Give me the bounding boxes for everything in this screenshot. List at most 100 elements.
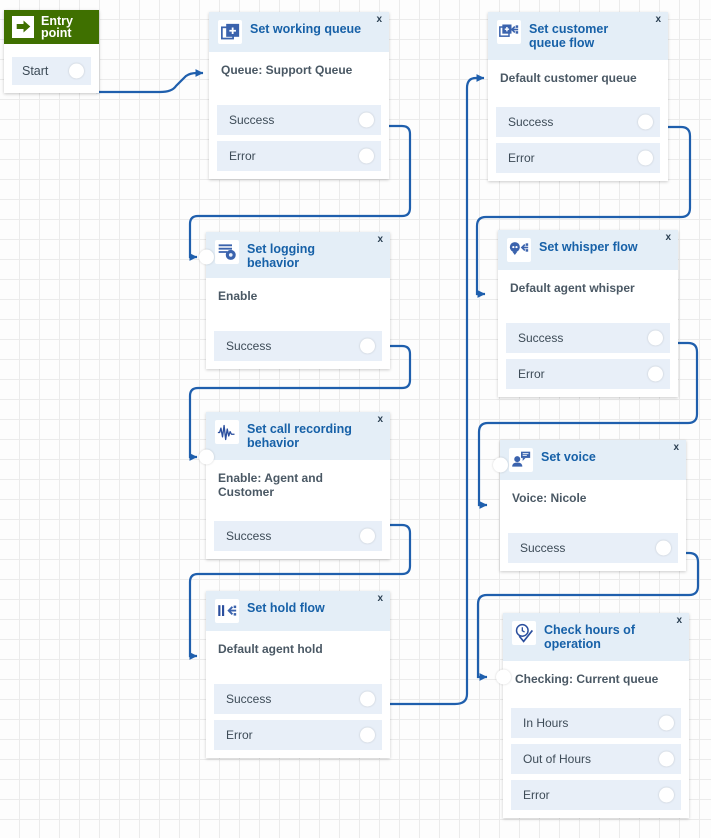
close-icon[interactable]: x: [377, 234, 383, 245]
voice-person-icon: [509, 448, 533, 472]
node-set-hold-flow[interactable]: Set hold flow x Default agent hold Succe…: [206, 591, 390, 758]
port-connector-dot[interactable]: [359, 112, 374, 128]
port-success[interactable]: Success: [496, 107, 660, 137]
node-header: Set hold flow x: [206, 591, 390, 631]
waveform-icon: [215, 420, 239, 444]
node-subtitle: Checking: Current queue: [515, 672, 659, 686]
node-header: Check hours of operation x: [503, 613, 689, 661]
entry-point-header: Entry point: [4, 10, 99, 44]
node-subtitle: Default agent whisper: [510, 281, 635, 295]
node-header: Set working queue x: [209, 12, 389, 52]
node-set-working-queue[interactable]: Set working queue x Queue: Support Queue…: [209, 12, 389, 179]
port-label: Error: [518, 367, 545, 381]
port-connector-dot-input[interactable]: [199, 249, 214, 265]
hold-flow-icon: [215, 599, 239, 623]
close-icon[interactable]: x: [376, 14, 382, 25]
node-subtitle: Default customer queue: [500, 71, 637, 85]
port-error[interactable]: Error: [511, 780, 681, 810]
wire-hold-flow-to-customer-queue: [389, 74, 485, 706]
port-connector-dot[interactable]: [659, 715, 674, 731]
port-connector-dot[interactable]: [360, 691, 375, 707]
node-ports: Success Error: [209, 77, 389, 179]
node-set-customer-queue-flow[interactable]: Set customer queue flow x Default custom…: [488, 12, 668, 181]
port-error[interactable]: Error: [496, 143, 660, 173]
node-subtitle: Voice: Nicole: [512, 491, 587, 505]
node-header: Set voice x: [500, 440, 686, 480]
close-icon[interactable]: x: [377, 414, 383, 425]
node-title: Set call recording behavior: [247, 422, 352, 450]
port-out-of-hours[interactable]: Out of Hours: [511, 744, 681, 774]
port-in-hours[interactable]: In Hours: [511, 708, 681, 738]
whisper-flow-icon: [507, 238, 531, 262]
node-title: Check hours of operation: [544, 623, 635, 651]
node-ports: In Hours Out of Hours Error: [503, 686, 689, 818]
port-connector-dot[interactable]: [659, 787, 674, 803]
entry-point-title: Entry point: [41, 13, 73, 40]
node-check-hours-of-operation[interactable]: Check hours of operation x Checking: Cur…: [496, 613, 689, 818]
node-set-logging-behavior[interactable]: Set logging behavior x Enable Success: [199, 232, 390, 369]
port-connector-dot[interactable]: [359, 148, 374, 164]
node-ports: Success Error: [488, 85, 668, 181]
entry-point-node[interactable]: Entry point Start: [4, 10, 99, 93]
port-error[interactable]: Error: [214, 720, 382, 750]
node-title: Set voice: [541, 450, 596, 464]
node-header: Set call recording behavior x: [206, 412, 390, 460]
close-icon[interactable]: x: [655, 14, 661, 25]
port-label: Error: [523, 788, 550, 802]
port-error[interactable]: Error: [506, 359, 670, 389]
node-header: Set whisper flow x: [498, 230, 678, 270]
port-connector-dot[interactable]: [648, 366, 663, 382]
port-label: In Hours: [523, 716, 569, 730]
node-title: Set whisper flow: [539, 240, 638, 254]
port-success[interactable]: Success: [506, 323, 670, 353]
port-success[interactable]: Success: [217, 105, 381, 135]
port-connector-dot[interactable]: [659, 751, 674, 767]
node-subtitle: Queue: Support Queue: [221, 63, 353, 77]
clock-check-icon: [512, 621, 536, 645]
node-ports: Success: [206, 303, 390, 369]
node-subtitle: Enable: Agent and Customer: [218, 471, 323, 499]
close-icon[interactable]: x: [377, 593, 383, 604]
node-ports: Success: [500, 505, 686, 571]
port-label: Error: [226, 728, 253, 742]
port-label: Out of Hours: [523, 752, 592, 766]
node-ports: Success Error: [498, 295, 678, 397]
arrow-right-icon: [12, 15, 34, 38]
port-connector-dot[interactable]: [360, 338, 375, 354]
port-connector-dot-input[interactable]: [493, 457, 508, 473]
node-title: Set hold flow: [247, 601, 325, 615]
port-success[interactable]: Success: [214, 684, 382, 714]
close-icon[interactable]: x: [673, 442, 679, 453]
wire-start-to-working-queue: [96, 69, 204, 94]
port-connector-dot-input[interactable]: [199, 449, 214, 465]
node-set-call-recording-behavior[interactable]: Set call recording behavior x Enable: Ag…: [199, 412, 390, 559]
port-connector-dot[interactable]: [360, 528, 375, 544]
port-success[interactable]: Success: [508, 533, 678, 563]
port-connector-dot-input[interactable]: [496, 669, 511, 685]
node-header: Set customer queue flow x: [488, 12, 668, 60]
node-set-whisper-flow[interactable]: Set whisper flow x Default agent whisper…: [498, 230, 678, 397]
close-icon[interactable]: x: [676, 615, 682, 626]
port-success[interactable]: Success: [214, 521, 382, 551]
node-set-voice[interactable]: Set voice x Voice: Nicole Success: [493, 440, 686, 571]
port-connector-dot[interactable]: [360, 727, 375, 743]
logging-gear-icon: [215, 240, 239, 264]
port-label: Success: [508, 115, 554, 129]
port-success[interactable]: Success: [214, 331, 382, 361]
port-connector-dot[interactable]: [638, 150, 653, 166]
port-label: Success: [226, 339, 272, 353]
close-icon[interactable]: x: [665, 232, 671, 243]
port-connector-dot[interactable]: [656, 540, 671, 556]
entry-point-body: [4, 44, 99, 57]
port-connector-dot[interactable]: [638, 114, 653, 130]
port-label: Success: [520, 541, 566, 555]
queue-add-icon: [218, 20, 242, 44]
port-connector-dot[interactable]: [648, 330, 663, 346]
port-error[interactable]: Error: [217, 141, 381, 171]
port-connector-dot[interactable]: [69, 63, 84, 79]
entry-port-start[interactable]: Start: [12, 57, 91, 85]
node-header: Set logging behavior x: [206, 232, 390, 278]
node-ports: Success: [206, 499, 390, 559]
node-title: Set logging behavior: [247, 242, 316, 270]
